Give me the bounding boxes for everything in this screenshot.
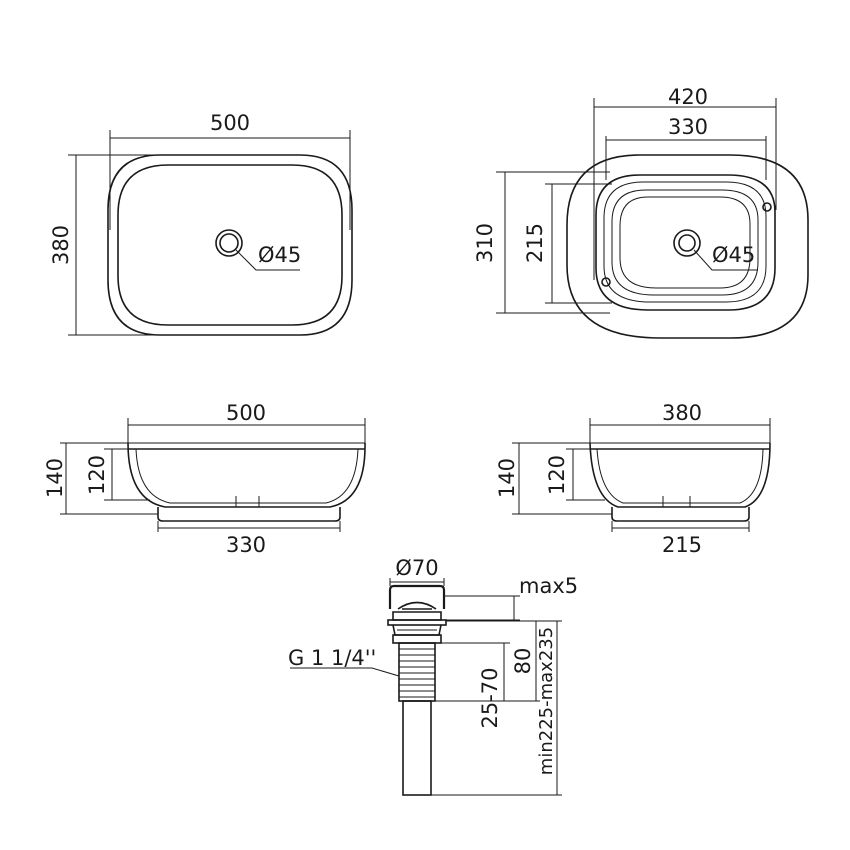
width-label: 500 [210, 111, 250, 135]
top-width-label: 380 [662, 401, 702, 425]
base-width-label: 215 [662, 533, 702, 557]
top-view-left: Ø45 500 380 [49, 111, 353, 336]
thread-range-label: 25-70 [478, 667, 502, 728]
inner-width-label: 330 [668, 115, 708, 139]
bowl-ring [619, 196, 751, 289]
front-view: 500 330 140 120 [43, 401, 366, 557]
drain-tail-pipe [402, 700, 432, 796]
bowl-inner [135, 448, 359, 504]
thread-leader [290, 667, 400, 677]
height-label: 380 [49, 225, 73, 265]
fixing-hole-left [601, 277, 611, 287]
drain-fitting: Ø70 max5 80 25-70 min225-max235 G 1 1/4'… [288, 556, 578, 796]
drain-leader [693, 249, 758, 271]
rim-ring-mid [603, 181, 767, 303]
bowl-height-label: 120 [545, 455, 569, 495]
drain-flange [392, 611, 442, 621]
rim-ring-outer [595, 174, 776, 311]
side-view: 380 215 140 120 [495, 401, 771, 557]
locknut [392, 634, 442, 644]
inner-height-label: 215 [523, 223, 547, 263]
basin-outline-inner [117, 164, 343, 326]
fixing-hole-right [762, 202, 772, 212]
drain-hole-inner [219, 233, 239, 253]
thread-body [398, 642, 436, 702]
drain-leader [235, 249, 300, 271]
base-width-label: 330 [226, 533, 266, 557]
flange-washer [387, 619, 447, 626]
bowl-inner [596, 448, 764, 504]
bowl-outer [589, 442, 771, 508]
drain-diameter-label: Ø45 [258, 243, 301, 267]
max-gap-label: max5 [519, 574, 578, 598]
thread-lines [399, 648, 435, 698]
drain-diameter-label: Ø45 [712, 243, 755, 267]
basin-outline [566, 154, 809, 339]
base-foot [611, 507, 750, 522]
outer-width-label: 420 [668, 85, 708, 109]
top-view-right: Ø45 420 330 310 215 [473, 85, 809, 339]
bowl-outer [127, 442, 366, 508]
basin-outline-outer [107, 154, 353, 336]
drain-hole-outer [215, 229, 243, 257]
cap-diameter-label: Ø70 [395, 556, 438, 580]
bowl-height-label: 120 [85, 455, 109, 495]
drain-cap [388, 584, 446, 609]
drain-hole-inner [678, 234, 696, 252]
top-width-label: 500 [226, 401, 266, 425]
drain-cap-dome [397, 601, 437, 610]
drain-hole-outer [673, 229, 701, 257]
thread-label: G 1 1/4'' [288, 646, 376, 670]
rim-ring-inner [611, 189, 759, 296]
body-height-label: 80 [511, 648, 535, 675]
outer-height-label: 310 [473, 223, 497, 263]
base-foot [157, 507, 341, 522]
total-range-label: min225-max235 [536, 627, 557, 775]
total-height-label: 140 [495, 458, 519, 498]
total-height-label: 140 [43, 458, 67, 498]
